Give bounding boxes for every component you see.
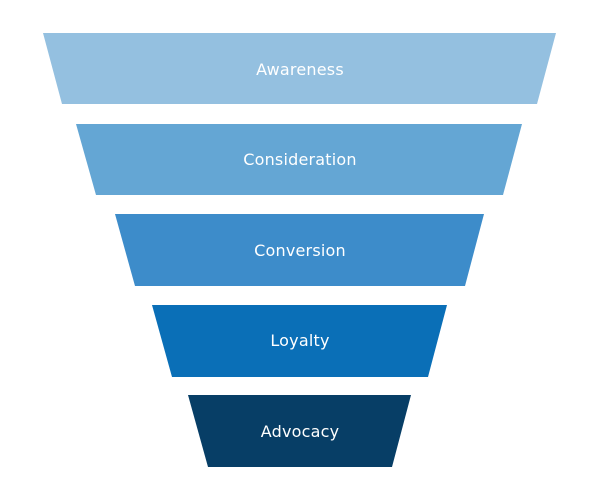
- stage-shape-loyalty: [152, 305, 447, 377]
- stage-label-awareness: Awareness: [256, 60, 344, 79]
- funnel-stage-advocacy: Advocacy: [188, 395, 411, 467]
- stage-label-consideration: Consideration: [243, 150, 357, 169]
- stage-label-loyalty: Loyalty: [270, 331, 329, 350]
- stage-shape-awareness: [43, 33, 556, 104]
- stage-label-advocacy: Advocacy: [261, 422, 340, 441]
- stage-shape-conversion: [115, 214, 484, 286]
- stage-shape-advocacy: [188, 395, 411, 467]
- funnel-stage-awareness: Awareness: [43, 33, 556, 104]
- funnel-stage-conversion: Conversion: [115, 214, 484, 286]
- funnel-stage-loyalty: Loyalty: [152, 305, 447, 377]
- stage-shape-consideration: [76, 124, 522, 195]
- stage-label-conversion: Conversion: [254, 241, 346, 260]
- funnel-stage-consideration: Consideration: [76, 124, 522, 195]
